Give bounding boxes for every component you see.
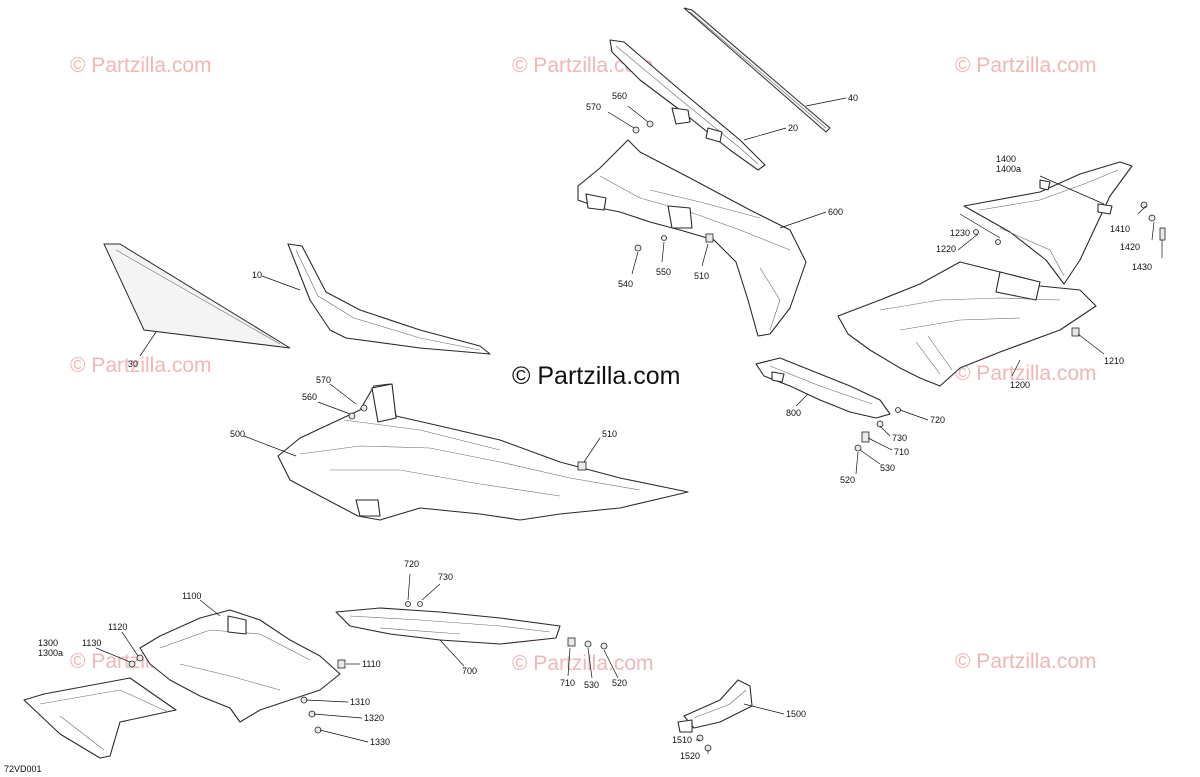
part-1500-bracket: [677, 679, 753, 733]
callout-1500: 1500: [786, 709, 806, 719]
callout-700: 700: [462, 666, 477, 676]
callout-720-mid: 720: [930, 415, 945, 425]
part-600-console: [577, 139, 807, 337]
callout-710-low: 710: [560, 678, 575, 688]
callout-1320: 1320: [364, 713, 384, 723]
callout-500: 500: [230, 429, 245, 439]
watermark-mid-right: © Partzilla.com: [955, 362, 1097, 385]
callout-600: 600: [828, 207, 843, 217]
callout-20: 20: [788, 123, 798, 133]
callout-1200: 1200: [1010, 380, 1030, 390]
callout-1100: 1100: [182, 591, 201, 601]
callout-1210: 1210: [1104, 356, 1124, 366]
callout-1510: 1510: [672, 735, 692, 745]
part-1300-panel: [23, 677, 177, 759]
watermark-bottom-right: © Partzilla.com: [955, 650, 1097, 673]
watermark-top-center: © Partzilla.com: [512, 54, 654, 77]
callout-570-top: 570: [586, 102, 601, 112]
leader-lines: [95, 97, 1163, 754]
part-500-side-panel: [277, 383, 689, 521]
callout-710-mid: 710: [894, 447, 909, 457]
callout-1420: 1420: [1120, 242, 1140, 252]
callout-40: 40: [848, 93, 858, 103]
callout-1400a: 1400a: [996, 164, 1021, 174]
watermark-center: © Partzilla.com: [512, 362, 680, 390]
part-10-panel: [287, 243, 491, 355]
callout-1220: 1220: [936, 244, 956, 254]
watermark-top-left: © Partzilla.com: [70, 54, 212, 77]
callout-560-mid: 560: [302, 392, 317, 402]
callout-720-low: 720: [404, 559, 419, 569]
callout-530-low: 530: [584, 680, 599, 690]
watermark-top-right: © Partzilla.com: [955, 54, 1097, 77]
callout-530-mid: 530: [880, 463, 895, 473]
part-800-bracket: [755, 357, 891, 419]
callout-1300: 1300: [38, 638, 58, 648]
callout-1110: 1110: [362, 659, 381, 669]
callout-30: 30: [128, 359, 138, 369]
callout-550: 550: [656, 267, 671, 277]
callout-510-mid: 510: [602, 429, 617, 439]
callout-520-mid: 520: [840, 475, 855, 485]
part-30-film: [103, 243, 291, 349]
callout-10: 10: [252, 270, 262, 280]
watermark-mid-left: © Partzilla.com: [70, 354, 212, 377]
callout-1400: 1400: [996, 154, 1016, 164]
watermarks: © Partzilla.com © Partzilla.com © Partzi…: [70, 54, 1097, 675]
callout-1300a: 1300a: [38, 648, 63, 658]
callout-730-mid: 730: [892, 433, 907, 443]
part-700-panel: [335, 607, 561, 645]
callout-560-top: 560: [612, 91, 627, 101]
callout-labels: 40 20 560 570 600 540 550 510 1400 1400a…: [38, 91, 1152, 761]
callout-1520: 1520: [680, 751, 700, 761]
watermark-bottom-center: © Partzilla.com: [512, 652, 654, 675]
callout-1120: 1120: [108, 622, 127, 632]
part-1100-assembly: [139, 609, 341, 723]
callout-1330: 1330: [370, 737, 390, 747]
callout-540: 540: [618, 279, 633, 289]
callout-1230: 1230: [950, 228, 970, 238]
callout-570-mid: 570: [316, 375, 331, 385]
callout-520-low: 520: [612, 678, 627, 688]
part-1200-assembly: [837, 261, 1097, 387]
callout-1410: 1410: [1110, 224, 1130, 234]
diagram-code: 72VD001: [4, 764, 42, 774]
part-1400-panel: [963, 161, 1133, 285]
callout-510-top: 510: [694, 271, 709, 281]
callout-800: 800: [786, 408, 801, 418]
callout-1130: 1130: [82, 638, 101, 648]
callout-1430: 1430: [1132, 262, 1152, 272]
callout-730-low: 730: [438, 572, 453, 582]
callout-1310: 1310: [350, 697, 370, 707]
part-20-rail: [609, 39, 766, 171]
part-40-strip: [683, 7, 831, 133]
